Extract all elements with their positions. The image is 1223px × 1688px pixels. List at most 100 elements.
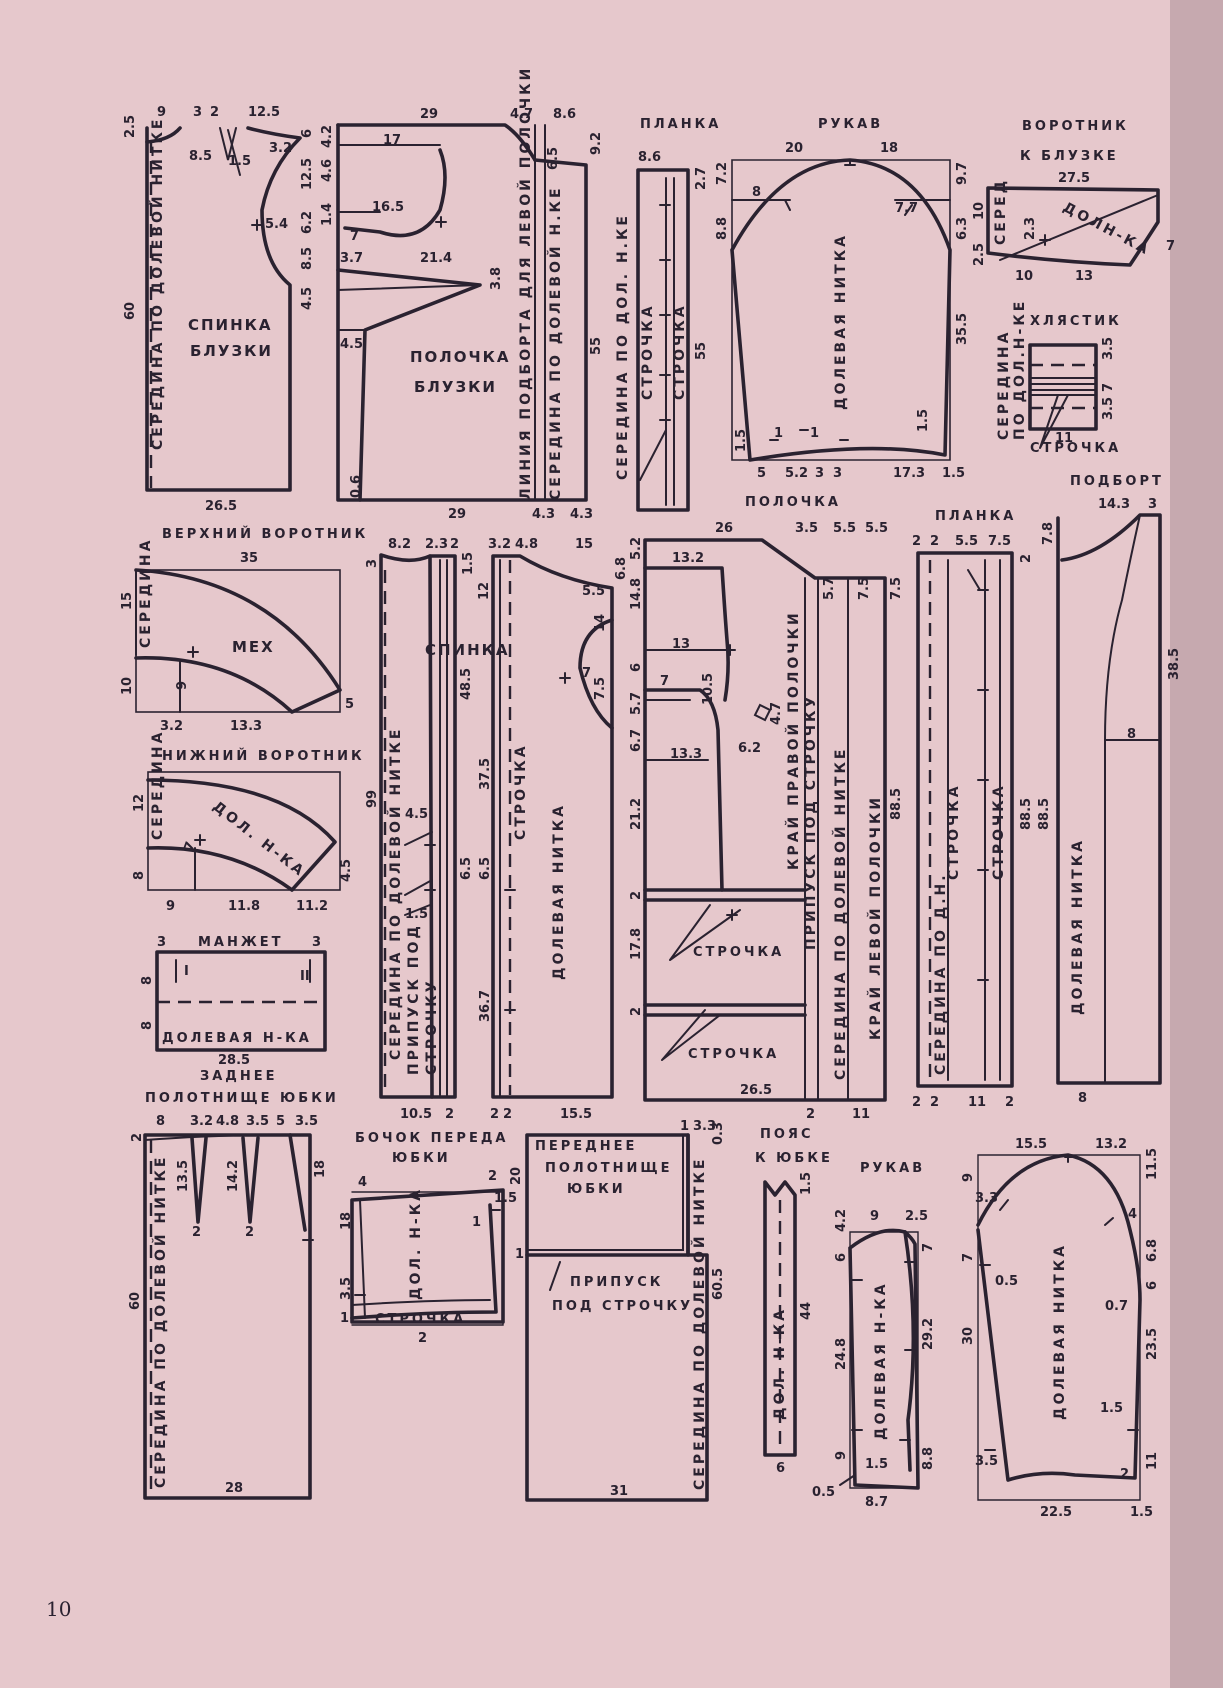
dimension: 9.7 — [955, 162, 970, 185]
dimension: 7.5 — [857, 577, 872, 600]
dimension: 3.5 — [246, 1114, 269, 1129]
dimension: 1.5 — [1100, 1401, 1123, 1416]
grain-label: ДОЛЕВАЯ НИТКА — [833, 233, 849, 410]
dimension: 1 — [680, 1119, 689, 1134]
grain-label: СЕРЕДИНА ПО ДОЛЕВОЙ НИТКЕ — [149, 117, 166, 450]
dimension: 10 — [120, 677, 135, 695]
dimension: 7.2 — [715, 162, 730, 185]
sleeve-top-piece: РУКАВ 20 18 7.2 9.7 8 7.7 8.8 6.3 35.5 1… — [715, 117, 970, 481]
dimension: 8 — [140, 1021, 155, 1030]
dimension: 3.2 — [269, 141, 292, 156]
front-blouse-piece: 29 4.7 8.6 4.2 6 17 12.5 4.6 16.5 6.2 1.… — [300, 66, 604, 522]
dimension: 3.2 — [160, 719, 183, 734]
dimension: 9.2 — [589, 132, 604, 155]
dimension: 2 — [488, 1169, 497, 1184]
dimension: 5.5 — [865, 521, 888, 536]
grain-label: СЕРЕДИНА — [996, 330, 1012, 440]
dimension: 18 — [339, 1212, 354, 1230]
dimension: 88.5 — [1037, 798, 1052, 830]
dimension: 4.2 — [834, 1209, 849, 1232]
dimension: 35.5 — [955, 313, 970, 345]
dimension: 1 — [340, 1311, 349, 1326]
dimension: 13.3 — [670, 747, 702, 762]
belt-tab-piece: ХЛЯСТИК СЕРЕДИНА ПО ДОЛ.Н-КЕ СТРОЧКА 3.5… — [996, 299, 1119, 456]
dimension: 17 — [383, 133, 401, 148]
dimension: 1 — [472, 1215, 481, 1230]
dimension: 8 — [132, 871, 147, 880]
dimension: 16.5 — [372, 200, 404, 215]
piece-name: БЛУЗКИ — [414, 378, 497, 396]
piece-title: РУКАВ — [860, 1161, 925, 1176]
page-shadow — [1170, 0, 1223, 1688]
dimension: 8.7 — [865, 1495, 888, 1510]
waistband-piece: ПОЯС К ЮБКЕ 1.5 44 6 ДОЛ. Н-КА — [755, 1127, 833, 1476]
dimension: 3.5 — [1101, 337, 1116, 360]
dimension: 5.7 — [629, 692, 644, 715]
front-jacket-piece: 26 3.5 5.5 5.5 5.2 13.2 5.7 7.5 7.5 14.8… — [629, 495, 904, 1122]
dimension: 14.2 — [226, 1160, 241, 1192]
dimension: 11 — [968, 1095, 986, 1110]
dimension: 0.5 — [812, 1485, 835, 1500]
dimension: 6.3 — [955, 217, 970, 240]
grain-label: СЕРЕДИНА ПО ДОЛЕВОЙ Н.КЕ — [547, 185, 564, 500]
dimension: 3 — [365, 559, 380, 568]
dimension: 7 — [350, 229, 359, 244]
dimension: 60 — [123, 302, 138, 320]
piece-name: ПОЛОЧКА — [410, 348, 511, 366]
dimension: 48.5 — [459, 668, 474, 700]
dimension: 4.7 — [769, 702, 784, 725]
dimension: 55 — [589, 337, 604, 355]
dimension: 9 — [175, 681, 190, 690]
dimension: 13.2 — [1095, 1137, 1127, 1152]
piece-title: ПОДБОРТ — [1070, 474, 1164, 489]
dimension: 8.8 — [921, 1447, 936, 1470]
dimension: 13 — [1075, 269, 1093, 284]
dimension: 29 — [448, 507, 466, 522]
edge-label: КРАЙ ПРАВОЙ ПОЛОЧКИ — [785, 610, 802, 870]
dimension: 37.5 — [478, 758, 493, 790]
dimension: 2 — [912, 1095, 921, 1110]
dimension: 2.5 — [905, 1209, 928, 1224]
dimension: 5 — [345, 697, 354, 712]
dimension: 4.6 — [320, 159, 335, 182]
dimension: 6 — [776, 1461, 785, 1476]
dimension: 5.2 — [785, 466, 808, 481]
dimension: 29.2 — [921, 1318, 936, 1350]
piece-title: ЮБКИ — [567, 1182, 626, 1197]
cuff-piece: МАНЖЕТ 3 3 I II 8 8 28.5 ДОЛЕВАЯ Н-КА — [140, 935, 327, 1068]
dimension: 5.5 — [955, 534, 978, 549]
dimension: 8 — [1078, 1091, 1087, 1106]
dimension: 0.5 — [995, 1274, 1018, 1289]
piece-title: К ЮБКЕ — [755, 1151, 833, 1166]
dimension: 12.5 — [300, 158, 315, 190]
dimension: 1.5 — [461, 552, 476, 575]
stitch-label: СТРОЧКА — [513, 743, 529, 840]
dimension: 7.5 — [889, 577, 904, 600]
dimension: 2.5 — [972, 243, 987, 266]
dimension: 2 — [503, 1107, 512, 1122]
allowance-label: ПРИПУСК ПОД — [406, 923, 422, 1075]
dimension: 21.4 — [420, 251, 452, 266]
dimension: 6.8 — [1145, 1239, 1160, 1262]
dimension: 31 — [610, 1484, 628, 1499]
dimension: 6.7 — [629, 729, 644, 752]
fur-label: МЕХ — [232, 638, 275, 656]
dimension: 13.5 — [176, 1160, 191, 1192]
dimension: 7 — [1101, 383, 1116, 392]
dimension: 15.5 — [1015, 1137, 1047, 1152]
dimension: 8 — [752, 185, 761, 200]
dimension: 99 — [365, 790, 380, 808]
dimension: 2.5 — [123, 115, 138, 138]
placket-top-piece: ПЛАНКА 8.6 2.7 55 СЕРЕДИНА ПО ДОЛ. Н.КЕ … — [615, 117, 718, 512]
dimension: 11.2 — [296, 899, 328, 914]
dimension: 3 — [312, 935, 321, 950]
facing-line-label: ЛИНИЯ ПОДБОРТА ДЛЯ ЛЕВОЙ ПОЛОЧКИ — [517, 66, 534, 500]
dimension: 1.5 — [494, 1191, 517, 1206]
dimension: 15.5 — [560, 1107, 592, 1122]
grain-label: СЕРЕДИНА ПО ДОЛЕВОЙ НИТКЕ — [832, 747, 849, 1080]
dimension: 7 — [660, 674, 669, 689]
grain-label: ДОЛ. Н-КА — [408, 1187, 424, 1300]
dimension: 18 — [313, 1160, 328, 1178]
dimension: 60.5 — [711, 1268, 726, 1300]
dimension: 88.5 — [889, 788, 904, 820]
